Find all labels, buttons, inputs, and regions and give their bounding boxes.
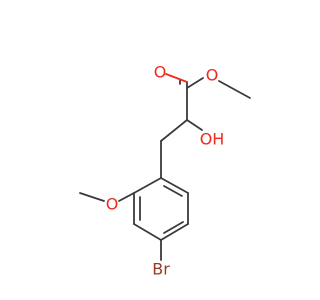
bond-alpha-oh <box>186 119 203 131</box>
bond-ester-o-carbonyl <box>186 77 204 89</box>
hydroxyl-label: OH <box>200 130 225 149</box>
ester-oxygen-label: O <box>206 66 219 85</box>
bond-carbonyl-o-1 <box>165 73 188 83</box>
ring-bond-1 <box>133 177 162 194</box>
bond-alpha-ch2 <box>160 119 188 142</box>
methoxy-oxygen-label: O <box>106 195 119 214</box>
molecule-structure: O O OH O Br <box>79 63 251 279</box>
ring-bond-3 <box>133 223 162 241</box>
ring-inner-2 <box>163 221 184 234</box>
bond-methoxy-methyl <box>79 192 105 202</box>
ring-inner-3 <box>163 185 183 197</box>
bond-methyl-ester-o <box>218 80 251 99</box>
carbonyl-oxygen-label: O <box>154 63 167 82</box>
ring-bond-6 <box>160 177 189 194</box>
ring-bond-4 <box>160 223 189 241</box>
bromine-label: Br <box>152 260 170 279</box>
bond-ring-methoxy-o <box>118 192 135 202</box>
